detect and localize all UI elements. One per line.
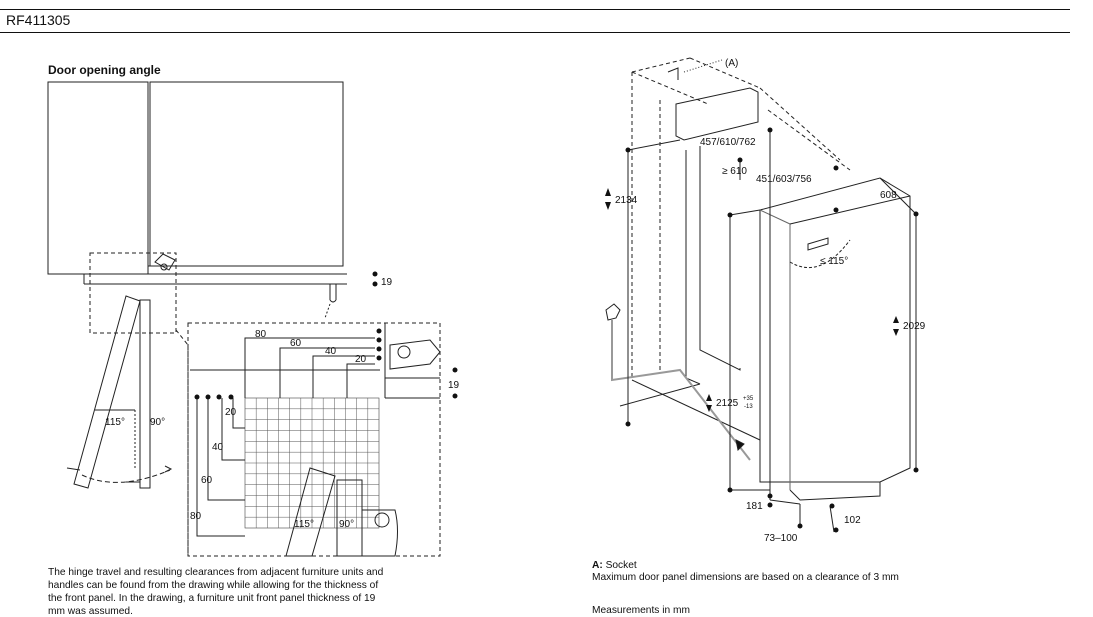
socket-tag: (A) bbox=[725, 58, 738, 69]
dim-v60: 60 bbox=[201, 475, 213, 486]
dim-2134: 2134 bbox=[615, 195, 638, 206]
dim-451-603-756: 451/603/756 bbox=[756, 174, 812, 185]
dim-40: 40 bbox=[325, 346, 337, 357]
hinge-note: The hinge travel and resulting clearance… bbox=[48, 567, 384, 617]
legend-socket: A: Socket bbox=[592, 560, 637, 572]
legend-units: Measurements in mm bbox=[592, 605, 690, 616]
door-angle: ≤ 115° bbox=[820, 256, 848, 267]
angle-115-left: 115° bbox=[105, 417, 125, 428]
section-title-door-opening-angle: Door opening angle bbox=[48, 63, 161, 77]
dim-60: 60 bbox=[290, 338, 302, 349]
dim-gte-610: ≥ 610 bbox=[722, 166, 747, 177]
dim-19-detail: 19 bbox=[448, 380, 460, 391]
dim-80: 80 bbox=[255, 329, 267, 340]
dim-457-610-762: 457/610/762 bbox=[700, 137, 756, 148]
dim-73-100: 73–100 bbox=[764, 533, 798, 544]
legend-max-panel: Maximum door panel dimensions are based … bbox=[592, 572, 899, 583]
dim-v20: 20 bbox=[225, 407, 237, 418]
angle-90-left: 90° bbox=[150, 417, 165, 428]
angle-115-detail: 115° bbox=[294, 519, 314, 530]
legend-socket-text: Socket bbox=[605, 560, 637, 571]
dim-19-top: 19 bbox=[381, 277, 393, 288]
dim-20: 20 bbox=[355, 354, 367, 365]
dim-v40: 40 bbox=[212, 442, 224, 453]
dim-181: 181 bbox=[746, 501, 763, 512]
header-rule-top bbox=[0, 9, 1070, 10]
dim-2125-tol-plus: +35 bbox=[743, 396, 754, 402]
dim-608: 608 bbox=[880, 190, 897, 201]
dim-2029: 2029 bbox=[903, 321, 926, 332]
header-rule-bottom bbox=[0, 32, 1070, 33]
angle-90-detail: 90° bbox=[339, 519, 354, 530]
dim-102: 102 bbox=[844, 515, 861, 526]
dim-v80: 80 bbox=[190, 511, 202, 522]
dim-2125-tol-minus: -13 bbox=[744, 404, 753, 410]
model-number: RF411305 bbox=[6, 12, 71, 28]
dim-2125: 2125 bbox=[716, 398, 739, 409]
legend-socket-label: A: bbox=[592, 560, 603, 571]
